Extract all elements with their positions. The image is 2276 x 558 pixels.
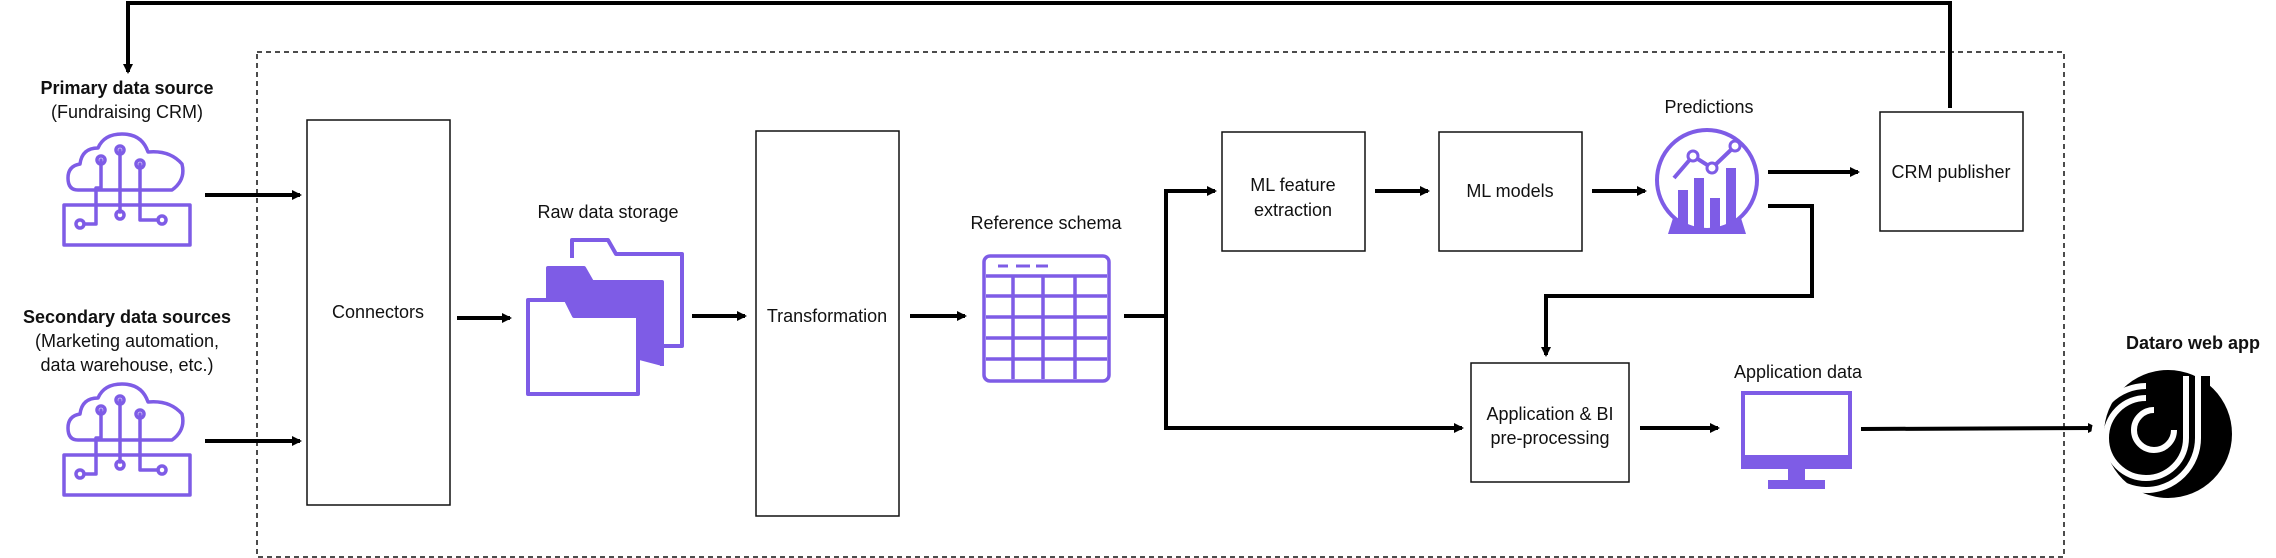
- platform-boundary: [256, 51, 2065, 558]
- transformation-label: Transformation: [767, 306, 887, 326]
- predictions-label: Predictions: [1664, 97, 1753, 117]
- crm-publisher-box: [1879, 111, 2024, 232]
- web-app-label: Dataro web app: [2126, 333, 2260, 353]
- primary-source-title: Primary data source: [40, 78, 213, 98]
- arrow-app-data-to-web-app: [1860, 423, 2098, 434]
- secondary-source-title: Secondary data sources: [23, 307, 231, 327]
- ml-models-label: ML models: [1466, 181, 1553, 201]
- raw-storage-label: Raw data storage: [537, 202, 678, 222]
- app-bi-box: [1470, 362, 1630, 483]
- arrow-schema-to-app-bi: [1164, 316, 1464, 433]
- transformation-box: [755, 130, 900, 517]
- ml-models-box: [1438, 131, 1583, 252]
- crm-publisher-label: CRM publisher: [1891, 162, 2010, 182]
- ml-feature-box: [1221, 131, 1366, 252]
- feedback-arrow: [123, 1, 1952, 108]
- monitor-icon: [1741, 391, 1852, 489]
- app-bi-label-1: Application & BI: [1486, 404, 1613, 424]
- arrow-predictions-to-app-bi: [1541, 204, 1814, 357]
- primary-source-subtitle: (Fundraising CRM): [51, 102, 203, 122]
- cloud-server-icon: [62, 132, 192, 247]
- app-bi-label-2: pre-processing: [1490, 428, 1609, 448]
- table-icon: [982, 254, 1111, 383]
- arrow-schema-to-ml-feature: [1124, 186, 1217, 318]
- connectors-label: Connectors: [332, 302, 424, 322]
- ml-feature-label-2: extraction: [1254, 200, 1332, 220]
- connectors-box: [306, 119, 451, 506]
- reference-schema-label: Reference schema: [970, 213, 1122, 233]
- folders-icon: [526, 238, 684, 396]
- crystal-ball-chart-icon: [1655, 128, 1759, 234]
- dataro-logo-icon: [2091, 370, 2232, 498]
- application-data-label: Application data: [1734, 362, 1863, 382]
- secondary-source-subtitle-2: data warehouse, etc.): [40, 355, 213, 375]
- cloud-server-icon: [62, 382, 192, 497]
- ml-feature-label-1: ML feature: [1250, 175, 1335, 195]
- secondary-source-subtitle-1: (Marketing automation,: [35, 331, 219, 351]
